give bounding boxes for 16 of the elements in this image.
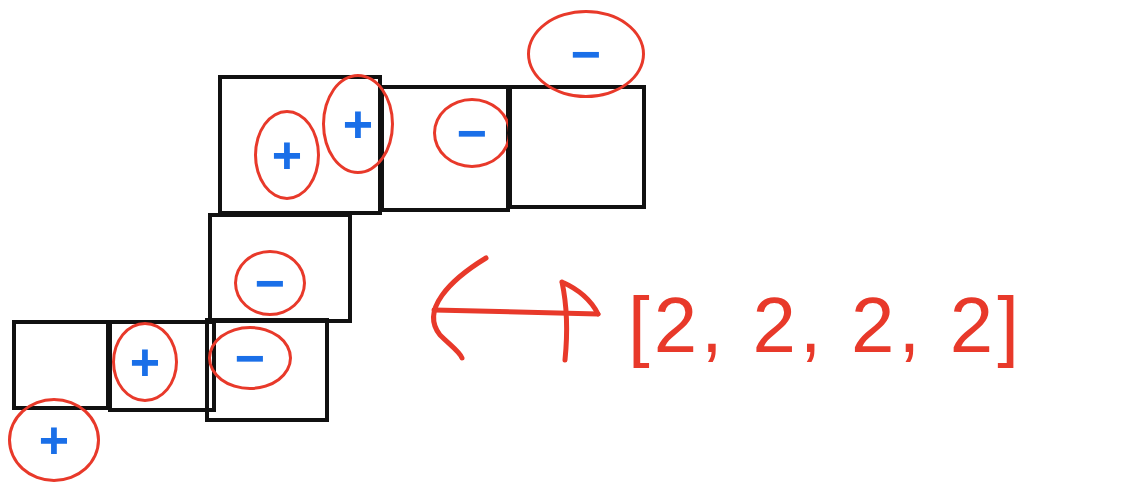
grid-cell [205,318,329,422]
grid-cell [108,320,216,412]
grid-cell [380,85,510,212]
circled-sign: − [234,250,306,316]
grid-cell [12,320,110,410]
circled-sign: − [208,326,292,390]
circled-sign: + [254,110,320,200]
grid-cell [508,85,646,209]
grid-cell [208,213,352,323]
circled-sign: + [8,398,100,482]
circled-sign: − [527,10,645,98]
circled-sign: + [322,74,394,174]
grid-cell [218,75,382,215]
circled-sign: − [433,98,511,168]
sequence-label: [2, 2, 2, 2] [628,280,1023,371]
circled-sign: + [112,322,178,402]
